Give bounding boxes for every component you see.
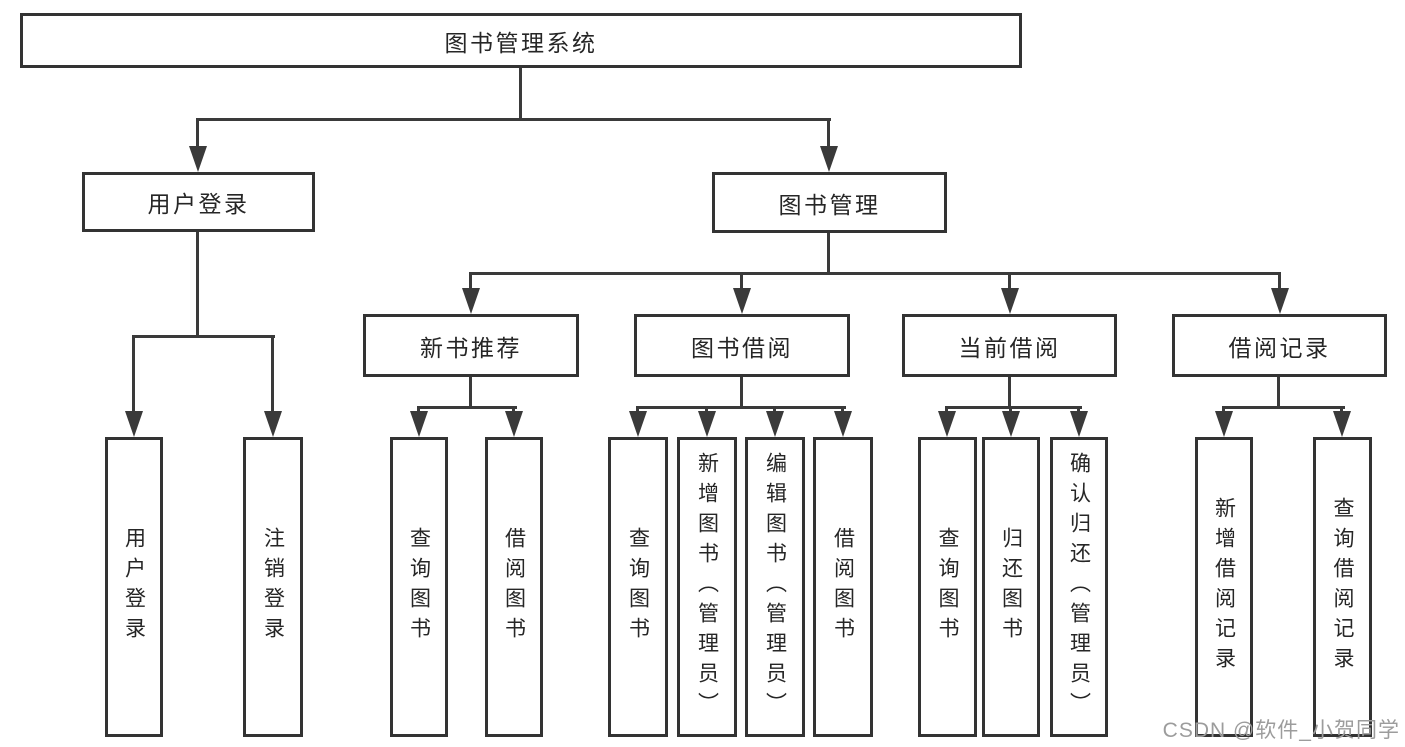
node-book-borrowing: 图书借阅 — [634, 314, 850, 377]
connector-line — [271, 335, 274, 413]
node-library-management-system: 图书管理系统 — [20, 13, 1022, 68]
connector-line — [1222, 406, 1345, 409]
watermark: CSDN @软件_小贺同学 — [1162, 719, 1400, 742]
connector-line — [512, 406, 515, 413]
arrow-down-icon — [462, 288, 480, 314]
arrow-down-icon — [698, 411, 716, 437]
connector-line — [196, 232, 199, 337]
connector-line — [740, 377, 743, 408]
connector-line — [132, 335, 275, 338]
connector-line — [1278, 272, 1281, 290]
connector-line — [1008, 272, 1011, 290]
connector-line — [740, 272, 743, 290]
connector-line — [636, 406, 846, 409]
node-borrowing-records: 借阅记录 — [1172, 314, 1387, 377]
node-current-borrowing: 当前借阅 — [902, 314, 1117, 377]
arrow-down-icon — [1002, 411, 1020, 437]
leaf-query-books-borrowing: 查询图书 — [608, 437, 668, 737]
connector-line — [196, 118, 199, 148]
leaf-logout: 注销登录 — [243, 437, 303, 737]
node-book-management: 图书管理 — [712, 172, 947, 233]
arrow-down-icon — [505, 411, 523, 437]
arrow-down-icon — [1070, 411, 1088, 437]
arrow-down-icon — [1271, 288, 1289, 314]
connector-line — [519, 68, 522, 120]
leaf-user-login: 用户登录 — [105, 437, 163, 737]
connector-line — [469, 272, 472, 290]
connector-line — [841, 406, 844, 413]
leaf-query-borrow-record: 查询借阅记录 — [1313, 437, 1372, 737]
connector-line — [705, 406, 708, 413]
arrow-down-icon — [834, 411, 852, 437]
arrow-down-icon — [629, 411, 647, 437]
connector-line — [773, 406, 776, 413]
connector-line — [1077, 406, 1080, 413]
arrow-down-icon — [938, 411, 956, 437]
connector-line — [945, 406, 948, 413]
connector-line — [945, 406, 1082, 409]
arrow-down-icon — [820, 146, 838, 172]
connector-line — [827, 118, 830, 148]
connector-line — [1222, 406, 1225, 413]
leaf-edit-books-admin: 编辑图书（管理员） — [745, 437, 805, 737]
connector-line — [1340, 406, 1343, 413]
connector-line — [1009, 406, 1012, 413]
node-new-book-recommend: 新书推荐 — [363, 314, 579, 377]
leaf-confirm-return-admin: 确认归还（管理员） — [1050, 437, 1108, 737]
arrow-down-icon — [1001, 288, 1019, 314]
connector-line — [132, 335, 135, 413]
connector-line — [417, 406, 517, 409]
connector-line — [196, 118, 831, 121]
leaf-borrow-books-borrowing: 借阅图书 — [813, 437, 873, 737]
leaf-query-books-current: 查询图书 — [918, 437, 977, 737]
arrow-down-icon — [264, 411, 282, 437]
connector-line — [469, 272, 1281, 275]
connector-line — [469, 377, 472, 408]
leaf-add-books-admin: 新增图书（管理员） — [677, 437, 737, 737]
arrow-down-icon — [1333, 411, 1351, 437]
leaf-borrow-books-recommend: 借阅图书 — [485, 437, 543, 737]
connector-line — [1277, 377, 1280, 408]
connector-line — [417, 406, 420, 413]
leaf-add-borrow-record: 新增借阅记录 — [1195, 437, 1253, 737]
arrow-down-icon — [125, 411, 143, 437]
connector-line — [1008, 377, 1011, 408]
leaf-return-books: 归还图书 — [982, 437, 1040, 737]
arrow-down-icon — [189, 146, 207, 172]
connector-line — [827, 233, 830, 274]
connector-line — [636, 406, 639, 413]
node-user-login: 用户登录 — [82, 172, 315, 232]
arrow-down-icon — [410, 411, 428, 437]
arrow-down-icon — [1215, 411, 1233, 437]
arrow-down-icon — [766, 411, 784, 437]
arrow-down-icon — [733, 288, 751, 314]
leaf-query-books-recommend: 查询图书 — [390, 437, 448, 737]
